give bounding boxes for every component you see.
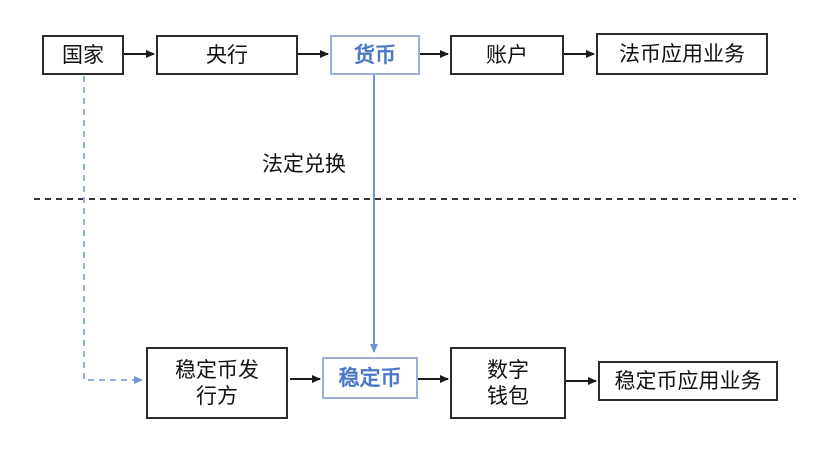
node-digital-wallet: 数字 钱包 — [450, 347, 566, 419]
node-stablecoin: 稳定币 — [322, 357, 418, 399]
node-stablecoin-business: 稳定币应用业务 — [598, 361, 778, 401]
node-currency: 货币 — [330, 35, 420, 75]
arrow-country-to-issuer — [83, 76, 143, 384]
node-fiat-business: 法币应用业务 — [596, 33, 768, 75]
node-account: 账户 — [450, 35, 564, 75]
node-stablecoin-issuer: 稳定币发 行方 — [146, 347, 288, 419]
label-legal-exchange: 法定兑换 — [262, 152, 346, 176]
node-central-bank: 央行 — [156, 35, 298, 75]
node-country: 国家 — [42, 35, 124, 75]
